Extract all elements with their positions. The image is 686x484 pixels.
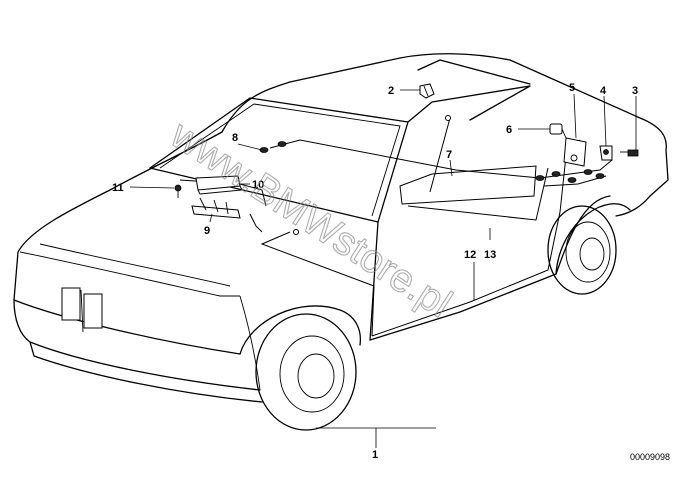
car-body-outline — [13, 53, 669, 403]
callout-6: 6 — [506, 124, 512, 136]
callout-4: 4 — [600, 85, 607, 97]
wire-connectors — [259, 115, 605, 235]
watermark-text: www.BMWstore.pl — [162, 112, 459, 326]
drawing-number: 00009098 — [630, 452, 670, 462]
callout-1: 1 — [372, 449, 378, 461]
callout-2: 2 — [388, 85, 394, 97]
leader-lines — [129, 89, 637, 448]
callout-labels: 1 2 3 4 5 6 7 8 9 10 11 12 13 — [112, 82, 638, 461]
part-2-antenna-amplifier — [419, 83, 435, 99]
callout-3: 3 — [632, 85, 638, 97]
callout-7: 7 — [446, 149, 452, 161]
part-4-bracket — [599, 145, 613, 161]
callout-10: 10 — [252, 179, 264, 191]
part-6-filter — [549, 123, 567, 139]
callout-13: 13 — [484, 249, 496, 261]
callout-11: 11 — [112, 182, 124, 194]
callout-12: 12 — [464, 249, 476, 261]
callout-8: 8 — [232, 132, 238, 144]
part-9-bracket-plate — [191, 197, 241, 219]
callout-5: 5 — [569, 82, 575, 94]
callout-9: 9 — [204, 225, 210, 237]
part-3-screw — [620, 149, 639, 157]
part-5-module — [563, 137, 587, 167]
part-11-screw — [174, 184, 182, 198]
rear-wheel — [547, 205, 617, 295]
part-10-control-unit — [195, 175, 243, 195]
front-wheel — [255, 313, 357, 431]
